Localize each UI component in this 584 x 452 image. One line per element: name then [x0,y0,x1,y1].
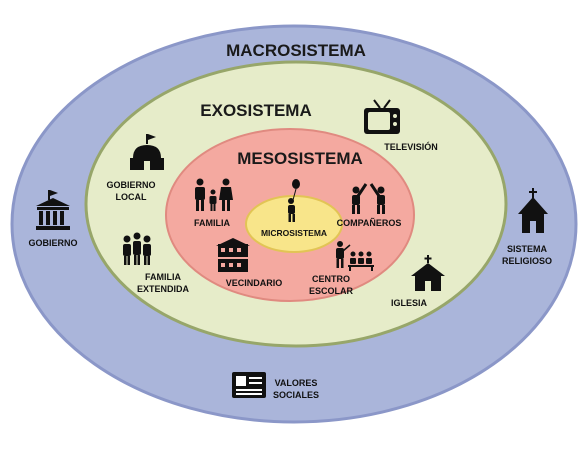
gobierno-label: GOBIERNO [28,238,77,248]
valores-sociales-label-2: SOCIALES [273,390,319,400]
familia-label: FAMILIA [194,218,230,228]
church-icon [518,188,548,233]
gobierno-local-label-1: GOBIERNO [106,180,155,190]
gobierno-local-label-2: LOCAL [116,192,147,202]
sistema-religioso-label-1: SISTEMA [507,244,548,254]
sistema-religioso-label-2: RELIGIOSO [502,256,552,266]
familia-extendida-label-1: FAMILIA [145,272,181,282]
high-five-icon [352,183,385,214]
companeros-label: COMPAÑEROS [337,218,402,228]
houses-icon [216,238,250,272]
microsystem-title: MICROSISTEMA [261,228,327,238]
government-building-icon [36,190,70,230]
centro-escolar-label-2: ESCOLAR [309,286,354,296]
microsystem-ring [245,195,343,253]
group-of-people-icon [123,232,151,265]
vecindario-label: VECINDARIO [226,278,283,288]
classroom-icon [336,241,374,271]
valores-sociales-label-1: VALORES [275,378,318,388]
newspaper-icon [232,372,266,398]
macrosystem-title: MACROSISTEMA [226,41,366,60]
exosystem-title: EXOSISTEMA [200,101,311,120]
child-with-balloon-icon [288,179,300,222]
mesosystem-title: MESOSISTEMA [237,149,363,168]
television-label: TELEVISIÓN [384,141,438,152]
family-icon [195,178,233,211]
television-icon [364,99,400,134]
centro-escolar-label-1: CENTRO [312,274,350,284]
town-hall-icon [130,134,164,170]
familia-extendida-label-2: EXTENDIDA [137,284,190,294]
iglesia-label: IGLESIA [391,298,428,308]
chapel-icon [411,255,445,291]
